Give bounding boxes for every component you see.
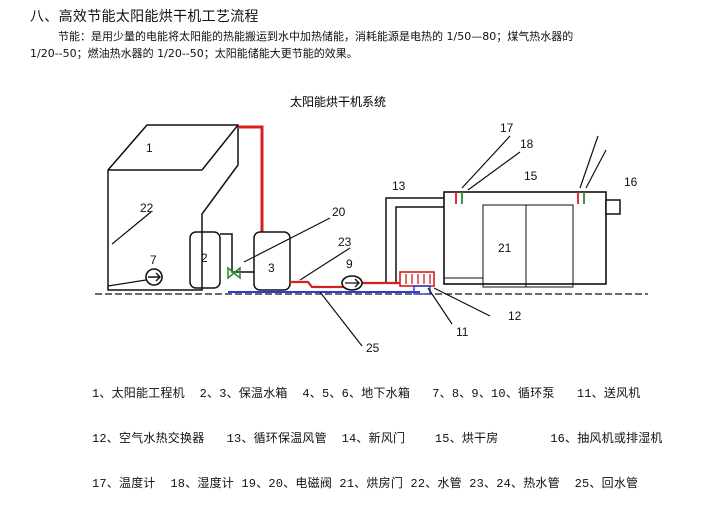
paragraph-line-2: 1/20--50；燃油热水器的 1/20--50；太阳能储能大更节能的效果。 <box>30 47 358 60</box>
heat-exchanger <box>399 271 435 287</box>
solar-dryer-diagram: 太阳能烘干机系统 <box>95 94 648 355</box>
label-15: 15 <box>524 169 538 183</box>
solenoid-valve <box>227 266 241 280</box>
insulated-air-duct <box>385 197 444 282</box>
label-2: 2 <box>201 251 208 265</box>
section-heading: 八、高效节能太阳能烘干机工艺流程 <box>30 9 259 25</box>
hot-water-pipe <box>238 125 264 232</box>
label-13: 13 <box>392 179 406 193</box>
solar-collector <box>107 124 239 291</box>
drying-room <box>443 191 607 285</box>
paragraph-line-1: 节能：是用少量的电能将太阳能的热能搬运到水中加热储能，消耗能源是电热的 1/50… <box>58 30 574 43</box>
label-17: 17 <box>500 121 514 135</box>
label-9: 9 <box>346 257 353 271</box>
exhaust-fan <box>605 199 621 215</box>
legend-row-2: 12、空气水热交换器 13、循环保温风管 14、新风门 15、烘干房 16、抽风… <box>92 432 663 446</box>
sensors <box>455 192 585 204</box>
label-12: 12 <box>508 309 522 323</box>
label-3: 3 <box>268 261 275 275</box>
label-1: 1 <box>146 141 153 155</box>
legend-row-1: 1、太阳能工程机 2、3、保温水箱 4、5、6、地下水箱 7、8、9、10、循环… <box>92 387 641 401</box>
tank-connecting-pipe <box>220 233 254 273</box>
label-7: 7 <box>150 253 157 267</box>
insulated-tank-3 <box>253 231 291 291</box>
label-16: 16 <box>624 175 638 189</box>
label-21: 21 <box>498 241 512 255</box>
diagram-title: 太阳能烘干机系统 <box>290 94 386 109</box>
label-18: 18 <box>520 137 534 151</box>
label-22: 22 <box>140 201 154 215</box>
insulated-tank-2 <box>189 231 221 289</box>
legend-row-3: 17、温度计 18、湿度计 19、20、电磁阀 21、烘房门 22、水管 23、… <box>92 477 639 491</box>
label-11: 11 <box>456 325 469 339</box>
drying-room-door <box>482 204 574 288</box>
label-20: 20 <box>332 205 346 219</box>
label-25: 25 <box>366 341 380 355</box>
component-legend: 1、太阳能工程机 2、3、保温水箱 4、5、6、地下水箱 7、8、9、10、循环… <box>92 357 692 507</box>
label-23: 23 <box>338 235 352 249</box>
energy-saving-paragraph: 节能：是用少量的电能将太阳能的热能搬运到水中加热储能，消耗能源是电热的 1/50… <box>30 28 695 62</box>
